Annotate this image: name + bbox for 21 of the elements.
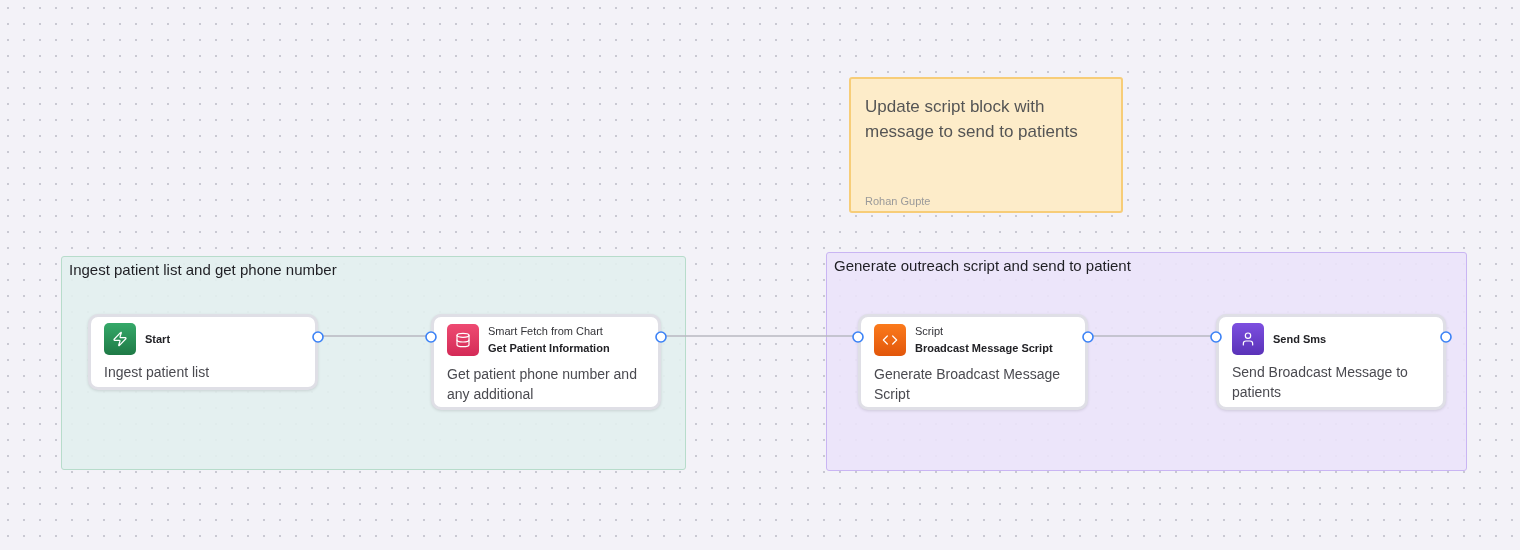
group-frame: [826, 252, 1467, 471]
step-description: Generate Broadcast Message Script: [874, 365, 1061, 404]
step-title: Send Sms: [1273, 331, 1327, 347]
step-card: [858, 314, 1088, 410]
step-description: Get patient phone number and any additional: [447, 365, 638, 404]
step-card: [431, 314, 661, 410]
step-title: Start: [145, 331, 171, 347]
step-description: Send Broadcast Message to patients: [1232, 363, 1409, 402]
step-title: Broadcast Message Script: [915, 341, 1053, 356]
note-author: Rohan Gupte: [865, 194, 932, 209]
step-card: [88, 314, 318, 390]
sticky-note: [849, 77, 1123, 213]
group-title: Ingest patient list and get phone number: [69, 260, 337, 280]
step-card: [1216, 314, 1446, 410]
group-frame: [61, 256, 686, 470]
step-description: Ingest patient list: [104, 363, 211, 382]
step-title: Get Patient Information: [488, 341, 610, 356]
group-title: Generate outreach script and send to patient: [834, 256, 1131, 276]
step-type: Smart Fetch from Chart: [488, 324, 604, 339]
step-type: Script: [915, 324, 945, 339]
note-text: Update script block with message to send to patients: [865, 96, 1079, 143]
